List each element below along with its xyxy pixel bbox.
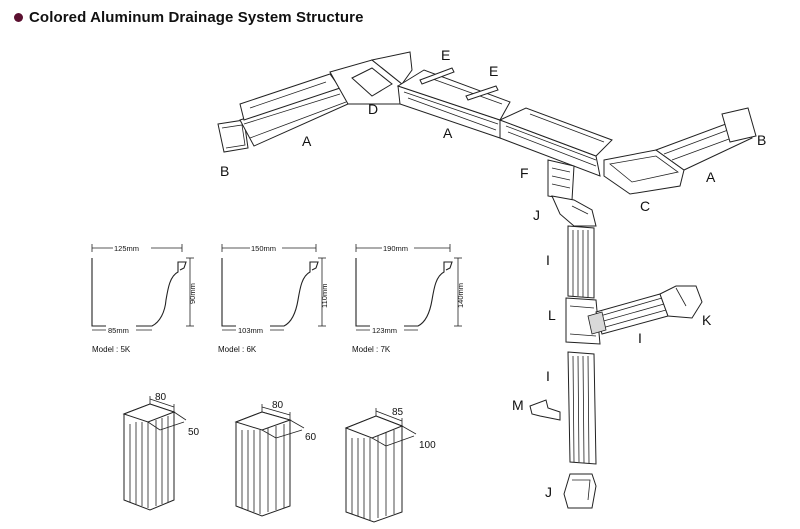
label-f: F xyxy=(520,165,529,181)
label-i-horizontal: I xyxy=(638,330,642,346)
page-title: Colored Aluminum Drainage System Structu… xyxy=(14,9,364,26)
profile-7k: 190mm 140mm 123mm Model : 7K xyxy=(352,243,465,354)
dim-5k-bottom: 85mm xyxy=(108,326,129,335)
dim-5k-right: 90mm xyxy=(188,283,197,304)
bullet-icon xyxy=(14,12,23,22)
model-7k: Model : 7K xyxy=(352,345,391,354)
label-e-right: E xyxy=(489,63,498,79)
downpipe-upper xyxy=(567,225,595,299)
dim-7k-right: 140mm xyxy=(456,283,465,308)
label-j-bottom: J xyxy=(545,484,552,500)
pipe-1-side-dim: 50 xyxy=(188,427,200,438)
pipe-2-top-dim: 80 xyxy=(272,400,284,411)
gutter-run-right xyxy=(654,107,757,171)
pipe-80x60: 80 60 xyxy=(234,400,317,517)
label-m: M xyxy=(512,397,524,413)
label-i-lower: I xyxy=(546,368,550,384)
elbow-j-bottom xyxy=(563,473,597,509)
label-a-left: A xyxy=(302,133,312,149)
pipe-3-side-dim: 100 xyxy=(419,440,436,451)
label-a-center: A xyxy=(443,125,453,141)
label-k: K xyxy=(702,312,712,328)
downpipe-lower xyxy=(567,351,597,465)
dim-5k-top: 125mm xyxy=(114,244,139,253)
label-e-left: E xyxy=(441,47,450,63)
profile-6k: 150mm 110mm 103mm Model : 6K xyxy=(218,243,329,354)
outside-corner-c xyxy=(603,149,685,195)
pipe-1-top-dim: 80 xyxy=(155,392,167,403)
label-b-right: B xyxy=(757,132,766,148)
pipe-2-side-dim: 60 xyxy=(305,432,317,443)
label-j-top: J xyxy=(533,207,540,223)
pipe-horizontal xyxy=(587,293,669,335)
bracket-m xyxy=(529,399,561,421)
label-i-upper: I xyxy=(546,252,550,268)
gutter-run-center xyxy=(396,67,613,177)
profile-5k: 125mm 90mm 85mm Model : 5K xyxy=(91,243,197,354)
dim-7k-top: 190mm xyxy=(383,244,408,253)
inside-corner-d xyxy=(329,51,413,105)
model-6k: Model : 6K xyxy=(218,345,257,354)
label-d: D xyxy=(368,101,378,117)
label-a-right: A xyxy=(706,169,716,185)
dim-6k-bottom: 103mm xyxy=(238,326,263,335)
label-b-left: B xyxy=(220,163,229,179)
elbow-k xyxy=(659,285,703,319)
pipe-3-top-dim: 85 xyxy=(392,407,404,418)
model-5k: Model : 5K xyxy=(92,345,131,354)
title-text: Colored Aluminum Drainage System Structu… xyxy=(29,9,364,26)
pipe-80x50: 80 50 xyxy=(122,392,200,511)
dim-7k-bottom: 123mm xyxy=(372,326,397,335)
label-l: L xyxy=(548,307,556,323)
dim-6k-top: 150mm xyxy=(251,244,276,253)
dim-6k-right: 110mm xyxy=(320,284,329,308)
gutter-run-left xyxy=(217,73,349,153)
outlet-f xyxy=(547,159,575,201)
pipe-85x100: 85 100 xyxy=(344,407,436,523)
label-c: C xyxy=(640,198,650,214)
elbow-j-top xyxy=(551,195,597,227)
